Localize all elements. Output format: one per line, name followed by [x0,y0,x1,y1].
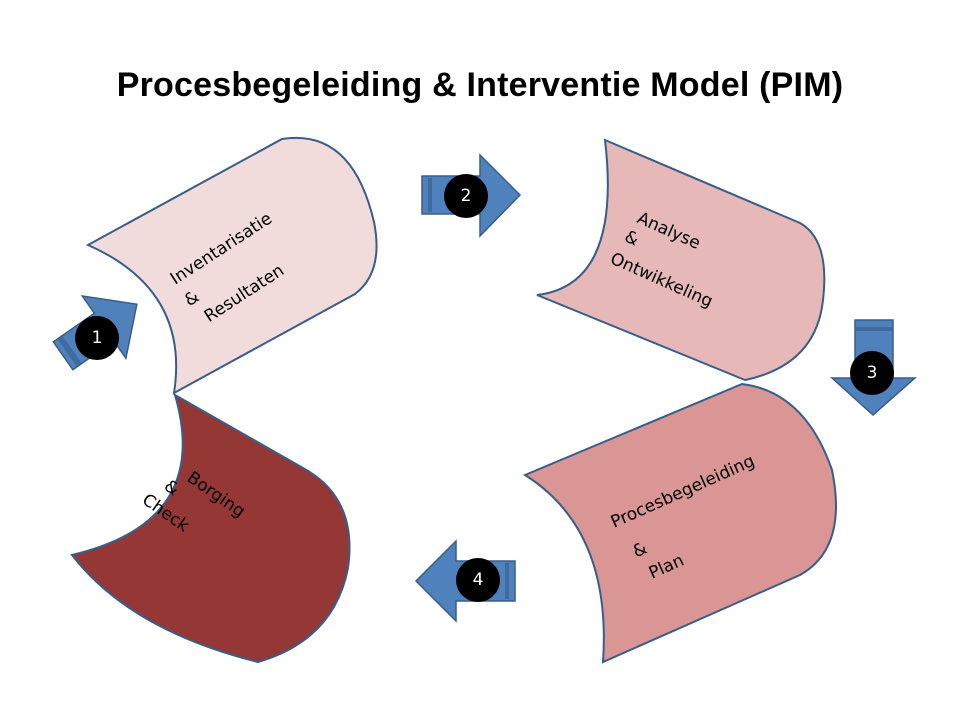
shape-borging [70,392,351,664]
diagram-title: Procesbegeleiding & Interventie Model (P… [116,66,844,104]
step-badge-1-number: 1 [92,328,103,348]
step-badge-3-number: 3 [867,363,878,383]
shape-procesbegeleiding [522,382,837,664]
step-badge-1 [75,316,119,360]
shape-inventarisatie [85,136,378,395]
step-badge-2-number: 2 [461,186,472,206]
step-badge-2 [444,174,488,218]
step-badge-4-number: 4 [473,570,484,590]
shape-analyse [533,138,826,382]
step-badge-4 [456,558,500,602]
step-badge-3 [850,351,894,395]
